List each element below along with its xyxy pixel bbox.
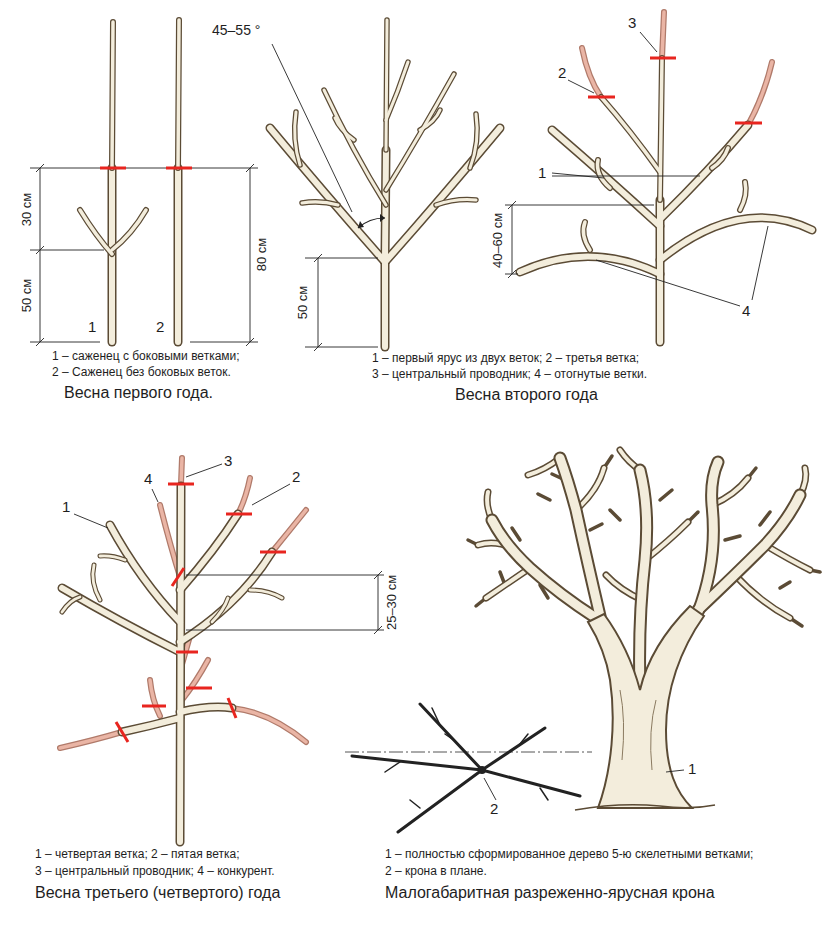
callout-number: 4 <box>144 470 152 487</box>
branch-outline <box>80 20 179 254</box>
branch-outline <box>295 20 477 205</box>
trunk-fill <box>520 125 812 342</box>
branch-fill <box>80 20 179 254</box>
callout-number: 4 <box>742 302 750 319</box>
mature-trunk <box>588 606 704 808</box>
caption-text: 3 – центральный проводник; 4 – отогнутые… <box>372 368 647 382</box>
angle-arrows <box>358 214 385 228</box>
branch-fill <box>583 58 745 250</box>
center-line <box>345 752 592 753</box>
bark-shading <box>620 690 656 770</box>
dimension-label: 50 см <box>297 285 312 319</box>
branch-fill <box>62 556 282 622</box>
callout-number: 3 <box>628 14 636 31</box>
limb-outline <box>492 458 800 690</box>
caption-text: 1 – первый ярус из двух веток; 2 – треть… <box>372 352 639 366</box>
plan-spokes <box>352 704 580 832</box>
callout-number: 2 <box>558 64 566 81</box>
branch-outline <box>62 556 282 622</box>
callout-number: 1 <box>62 498 70 515</box>
callout-number: 1 <box>688 760 696 777</box>
caption-text: 2 – крона в плане. <box>385 865 487 879</box>
ground-line <box>575 805 715 810</box>
dimension-label: 50 см <box>21 278 36 312</box>
dimension-label: 25–30 см <box>386 574 401 629</box>
caption-text: 3 – центральный проводник; 4 – конкурент… <box>35 865 275 879</box>
dimension-label: 30 см <box>21 192 36 226</box>
caption-text: 1 – четвертая ветка; 2 – пятая ветка; <box>35 848 240 862</box>
branch-drawing <box>60 12 820 842</box>
leader-lines <box>74 32 768 800</box>
panel-title: Весна третьего (четвертого) года <box>35 884 280 902</box>
trunk-fill <box>112 168 178 342</box>
trunk-outline <box>520 125 812 342</box>
panel-title: Весна второго года <box>455 386 598 404</box>
callout-number: 2 <box>156 318 164 335</box>
caption-text: 1 – полностью сформированное дерево 5-ю … <box>385 848 753 862</box>
trunk-fill <box>62 486 272 842</box>
callout-number: 2 <box>292 468 300 485</box>
plan-twigs <box>385 708 548 808</box>
caption-text: 2 – Саженец без боковых веток. <box>52 366 231 380</box>
callout-number: 1 <box>538 164 546 181</box>
trunk-outline <box>62 486 272 842</box>
branch-outline <box>583 58 745 250</box>
angle-label: 45–55 ° <box>212 22 260 38</box>
branch-fill <box>295 20 477 205</box>
panel-title: Весна первого года. <box>64 384 213 402</box>
trunk-fill <box>270 128 500 347</box>
trunk-outline <box>270 128 500 347</box>
plan-center <box>478 766 486 774</box>
panel-title: Малогабаритная разреженно-ярусная крона <box>385 884 715 902</box>
callout-number: 2 <box>490 800 498 817</box>
callout-number: 1 <box>88 318 96 335</box>
limb-fill <box>492 458 800 690</box>
dimension-label: 80 см <box>256 237 271 271</box>
callout-number: 3 <box>224 452 232 469</box>
caption-text: 1 – саженец с боковыми ветками; <box>52 350 240 364</box>
trunk-outline <box>112 168 178 342</box>
dimension-label: 40–60 см <box>492 212 507 267</box>
dimension-lines <box>30 164 654 634</box>
